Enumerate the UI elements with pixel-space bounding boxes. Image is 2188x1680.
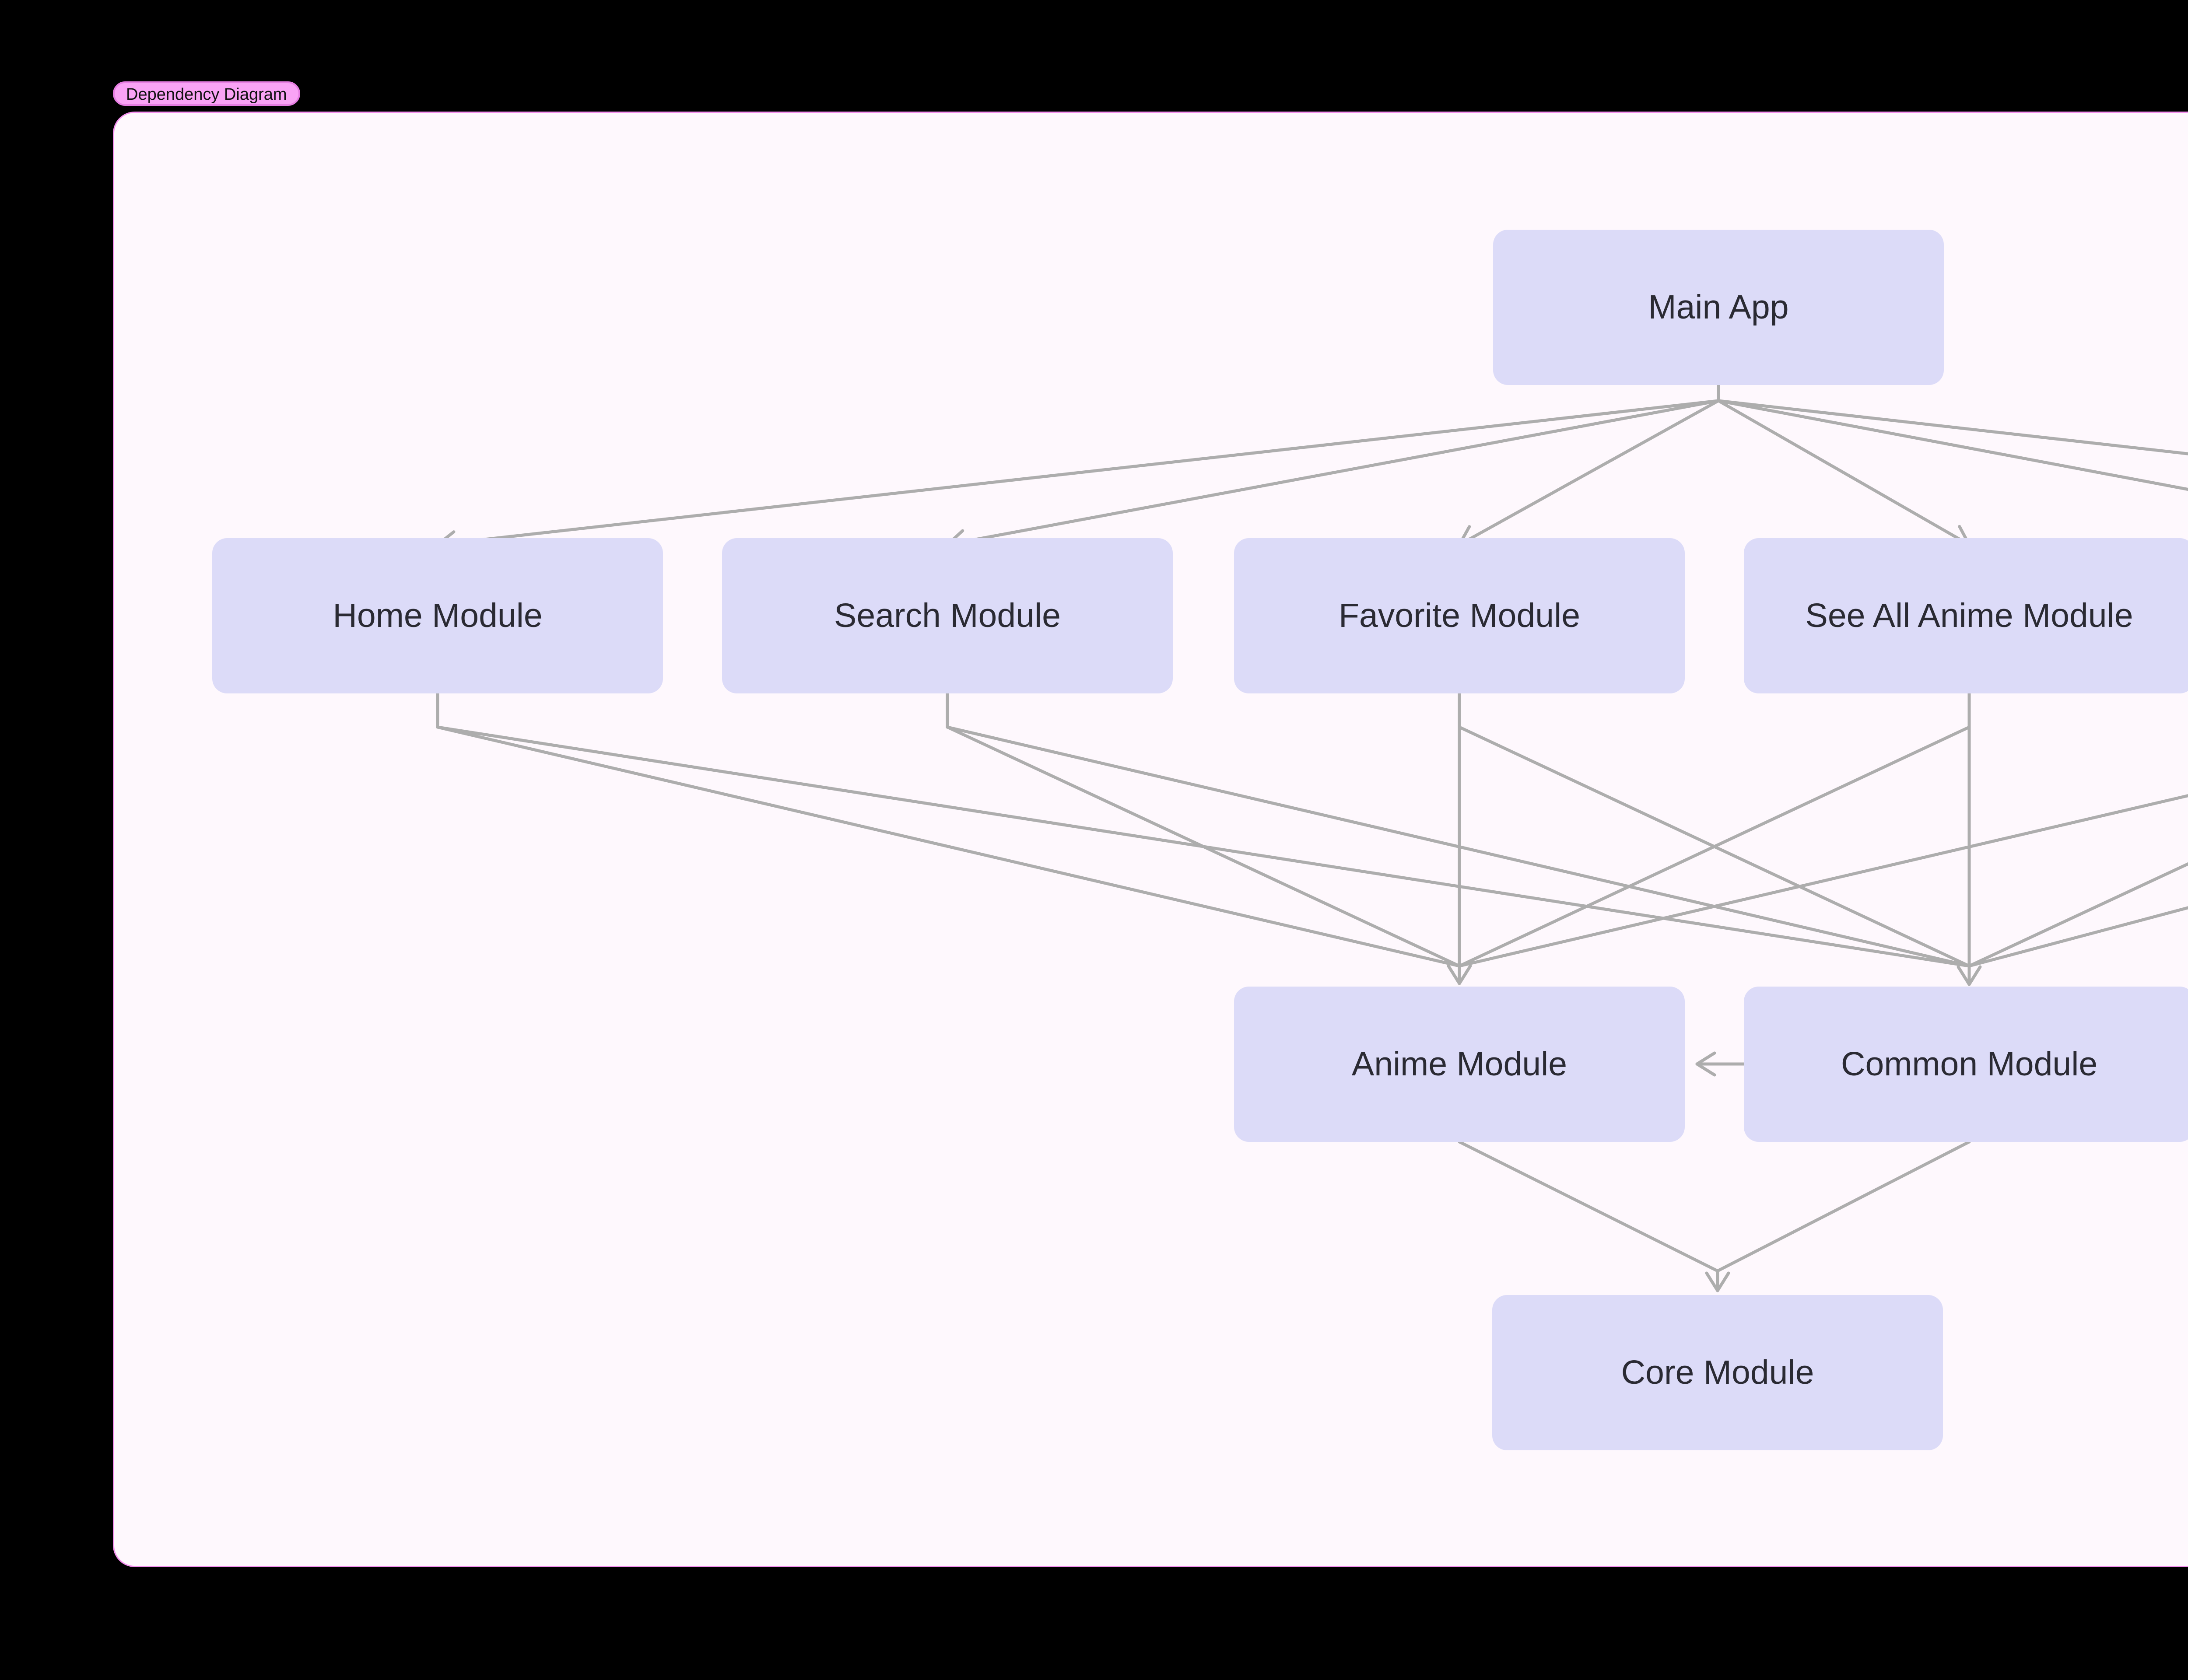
edge-search-common [946, 725, 1971, 968]
node-favorite-module: Favorite Module [1234, 538, 1685, 693]
edge-mainapp-seeall [1717, 399, 1971, 547]
node-see-all-anime-module: See All Anime Module [1744, 538, 2188, 693]
edge-home-anime [436, 725, 1461, 968]
node-home-module: Home Module [212, 538, 663, 693]
edge-animedetail-common [1967, 862, 2188, 968]
edge-common-core [1716, 1140, 1971, 1273]
edge-anime-core [1458, 1140, 1719, 1273]
edge-mainapp-favorite [1458, 399, 1720, 547]
edge-mainapp-animedetail [1717, 399, 2188, 491]
diagram-title-badge: Dependency Diagram [113, 81, 300, 106]
node-anime-module: Anime Module [1234, 987, 1685, 1142]
edge-home-common [436, 725, 1971, 968]
node-core-module: Core Module [1492, 1295, 1943, 1450]
edge-animedetail-anime [1458, 794, 2188, 968]
node-main-app: Main App [1493, 230, 1944, 385]
edge-favorite-common [1458, 725, 1971, 968]
edge-profile-common [1967, 906, 2188, 968]
node-search-module: Search Module [722, 538, 1173, 693]
edge-mainapp-profile [1717, 399, 2188, 455]
edge-mainapp-search [946, 399, 1720, 554]
node-common-module: Common Module [1744, 987, 2188, 1142]
edge-mainapp-home [436, 399, 1720, 555]
